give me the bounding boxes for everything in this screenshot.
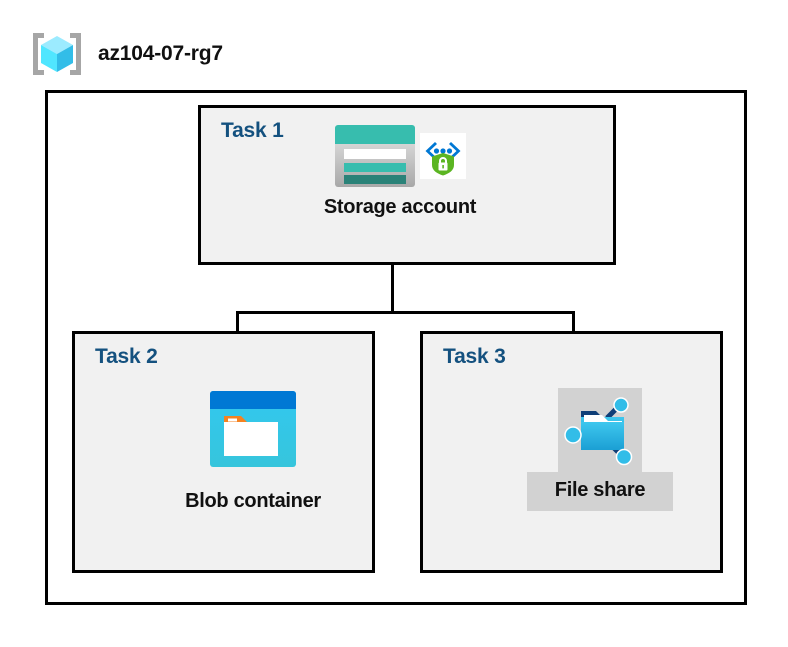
task-2-label: Task 2	[95, 345, 158, 368]
connector-horizontal-bus	[236, 311, 575, 314]
file-share-icon-highlight	[558, 388, 642, 472]
secure-code-shield-icon	[420, 133, 466, 179]
blob-container-icon	[209, 390, 297, 468]
resource-group-title: az104-07-rg7	[98, 42, 223, 65]
resource-group-icon	[30, 29, 84, 79]
resource-group-header: az104-07-rg7	[30, 26, 330, 82]
task-1-label: Task 1	[221, 119, 284, 142]
node-blob-container[interactable]: Blob container	[153, 390, 353, 513]
task-3-label: Task 3	[443, 345, 506, 368]
file-share-icon	[562, 392, 638, 468]
file-share-caption: File share	[526, 472, 674, 511]
storage-account-icon-row	[334, 120, 466, 192]
connector-storage-to-bus	[391, 265, 394, 313]
storage-account-caption: Storage account	[323, 196, 477, 218]
storage-account-icon	[334, 124, 416, 188]
node-file-share[interactable]: File share	[495, 388, 705, 511]
blob-container-caption: Blob container	[185, 490, 321, 512]
node-storage-account[interactable]: Storage account	[310, 120, 490, 219]
